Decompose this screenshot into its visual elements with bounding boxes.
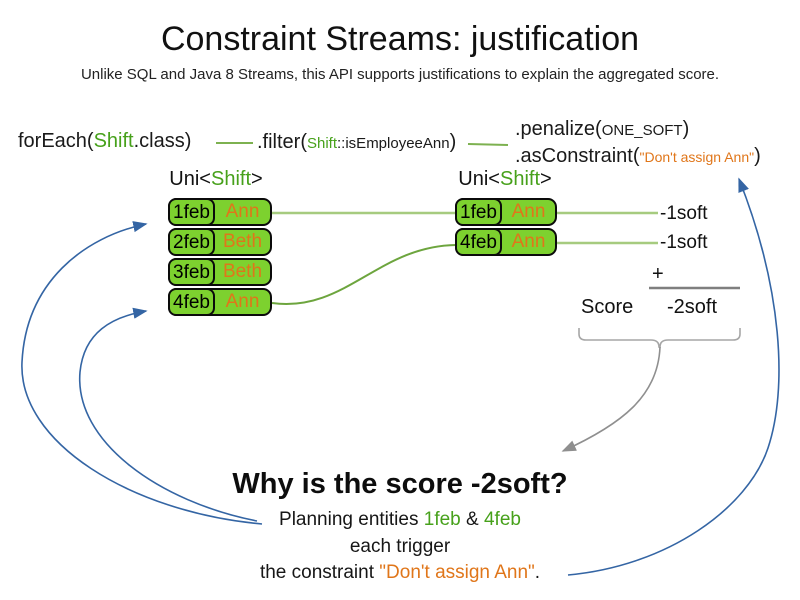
table-row: 4feb Ann: [455, 228, 557, 256]
shift-date: 4feb: [455, 228, 502, 256]
shift-employee: Ann: [225, 291, 260, 312]
code-filter: .filter(Shift::isEmployeeAnn): [257, 131, 456, 154]
right-header-type: Shift: [499, 168, 541, 190]
arrow-explanation-to-4feb: [79, 307, 258, 522]
expl-constraint-name: "Don't assign Ann": [379, 562, 535, 583]
code-asconstraint-arg: "Don't assign Ann": [639, 149, 755, 165]
shift-employee: Ann: [511, 201, 546, 222]
code-penalize-prefix: .penalize(: [515, 118, 602, 140]
line-left4feb-to-right4feb: [271, 244, 457, 306]
shift-date: 2feb: [168, 228, 215, 256]
left-table-header: Uni<Shift>: [160, 168, 272, 191]
table-row: 2feb Beth: [168, 228, 272, 256]
code-foreach-class: Shift: [93, 130, 134, 152]
code-filter-arg-class: Shift: [307, 135, 338, 152]
expl-line3-suffix: .: [534, 562, 541, 583]
code-asconstraint: .asConstraint("Don't assign Ann"): [515, 145, 761, 168]
expl-entity-1feb: 1feb: [423, 509, 461, 530]
code-foreach: forEach(Shift.class): [18, 130, 191, 153]
explanation-line-entities: Planning entities 1feb & 4feb: [0, 509, 800, 531]
code-filter-prefix: .filter(: [257, 131, 307, 153]
score-label: Score: [581, 296, 634, 318]
shift-date: 3feb: [168, 258, 215, 286]
score-brace: [578, 328, 741, 348]
expl-entity-4feb: 4feb: [483, 509, 521, 530]
left-header-prefix: Uni<: [169, 168, 211, 190]
code-asconstraint-prefix: .asConstraint(: [515, 145, 640, 167]
code-filter-arg-method: ::isEmployeeAnn: [337, 135, 450, 152]
shift-employee: Ann: [511, 231, 546, 252]
code-penalize-arg: ONE_SOFT: [601, 122, 683, 139]
table-row: 1feb Ann: [168, 198, 272, 226]
plus-sign: +: [652, 263, 664, 285]
page-title: Constraint Streams: justification: [160, 20, 640, 58]
penalty-value: -1soft: [660, 232, 708, 253]
left-shift-table: 1feb Ann 2feb Beth 3feb Beth 4feb Ann: [168, 198, 272, 316]
right-header-suffix: >: [540, 168, 552, 190]
page-subtitle: Unlike SQL and Java 8 Streams, this API …: [80, 66, 720, 83]
code-foreach-suffix: .class): [133, 130, 192, 152]
right-table-header: Uni<Shift>: [449, 168, 561, 191]
arrow-explanation-to-constraint: [567, 177, 780, 576]
right-header-prefix: Uni<: [458, 168, 500, 190]
penalty-value: -1soft: [660, 203, 708, 224]
why-heading: Why is the score -2soft?: [232, 468, 568, 500]
score-total: -2soft: [667, 296, 718, 318]
expl-line1-amp: &: [460, 509, 484, 530]
left-header-suffix: >: [251, 168, 263, 190]
expl-line3-prefix: the constraint: [259, 562, 380, 583]
code-filter-suffix: ): [449, 131, 457, 153]
explanation-line-trigger: each trigger: [349, 536, 451, 557]
shift-date: 1feb: [168, 198, 215, 226]
score-to-why-arrow: [561, 346, 661, 452]
explanation-line-constraint: the constraint "Don't assign Ann".: [0, 562, 800, 584]
left-header-type: Shift: [210, 168, 252, 190]
code-connector-filter-penalize: [467, 143, 509, 146]
code-penalize-suffix: ): [682, 118, 690, 140]
shift-employee: Beth: [222, 261, 263, 282]
table-row: 4feb Ann: [168, 288, 272, 316]
right-shift-table: 1feb Ann 4feb Ann: [455, 198, 557, 256]
shift-date: 1feb: [455, 198, 502, 226]
expl-line1-prefix: Planning entities: [279, 509, 424, 530]
arrow-explanation-to-1feb: [21, 221, 263, 525]
shift-employee: Ann: [225, 201, 260, 222]
shift-employee: Beth: [222, 231, 263, 252]
table-row: 3feb Beth: [168, 258, 272, 286]
code-asconstraint-suffix: ): [754, 145, 761, 167]
shift-date: 4feb: [168, 288, 215, 316]
code-penalize: .penalize(ONE_SOFT): [515, 118, 689, 141]
code-foreach-prefix: forEach(: [18, 130, 94, 152]
table-row: 1feb Ann: [455, 198, 557, 226]
